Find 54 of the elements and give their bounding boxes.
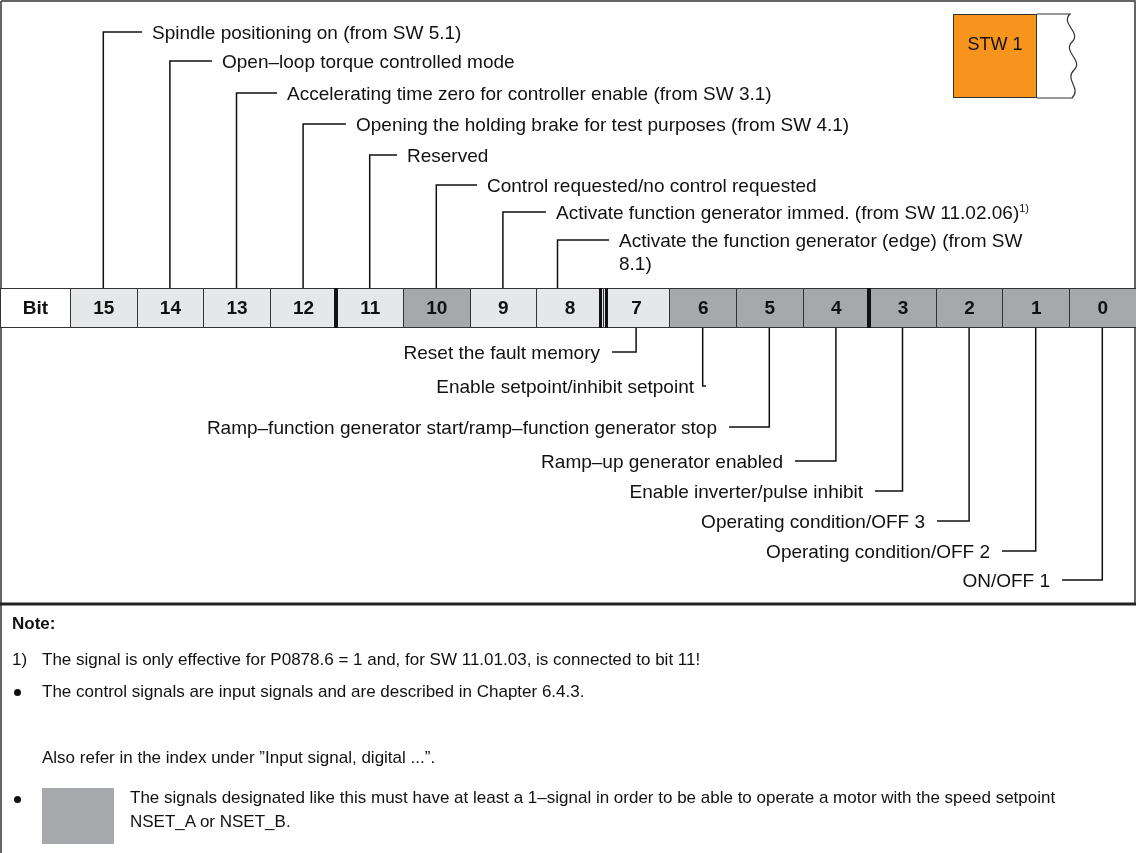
leader-line [502, 211, 547, 289]
legend-text: The signals designated like this must have at least a 1–signal in order to be able to operate a motor with the speed setpoint NSET_A or NSET_B. [130, 787, 1057, 833]
leader-line [701, 327, 707, 387]
note-text: The signal is only effective for P0878.6 = 1 and, for SW 11.01.03, is connected to bit 11! [42, 649, 701, 671]
signal-box: STW 1 [953, 14, 1037, 98]
leader-line [794, 327, 837, 462]
bit-number-cell: 15 [70, 288, 138, 328]
header-cell: Bit [0, 288, 71, 328]
bit-number-cell: 0 [1069, 288, 1136, 328]
bit-description: Enable setpoint/inhibit setpoint [436, 375, 694, 398]
bit-description: Reset the fault memory [403, 341, 600, 364]
bit-number-cell: 2 [935, 288, 1004, 328]
leader-line [1061, 327, 1104, 581]
bit-description: Spindle positioning on (from SW 5.1) [152, 21, 462, 44]
leader-line [435, 184, 478, 289]
bit-number-cell: 8 [536, 288, 604, 328]
bit-description: Activate the function generator (edge) (from SW 8.1) [619, 229, 1039, 275]
bit-description: Operating condition/OFF 3 [701, 510, 925, 533]
bit-description: ON/OFF 1 [962, 569, 1050, 592]
leader-line [936, 327, 970, 522]
bit-number-cell: 1 [1002, 288, 1070, 328]
note-text: Also refer in the index under ”Input signal, digital ...”. [42, 747, 436, 769]
bit-number-cell: 14 [136, 288, 205, 328]
bit-description: Accelerating time zero for controller enable (from SW 3.1) [287, 82, 772, 105]
bit-number-cell: 11 [336, 288, 404, 328]
bit-number-cell: 10 [403, 288, 471, 328]
bit-number-cell: 7 [602, 288, 671, 328]
leader-line [611, 327, 637, 353]
leader-line [874, 327, 904, 492]
bit-number-cell: 9 [469, 288, 538, 328]
bit-description: Activate function generator immed. (from SW 11.02.06)$^{1)}$ [556, 201, 1030, 224]
leader-line [235, 92, 278, 289]
bit-description: Ramp–function generator start/ramp–function generator stop [206, 416, 717, 439]
bit-number-cell: 13 [203, 288, 271, 328]
bit-number-cell: 6 [669, 288, 737, 328]
bit-description: Enable inverter/pulse inhibit [629, 480, 863, 503]
bit-number-cell: 5 [736, 288, 804, 328]
leader-line [556, 239, 610, 289]
footnote-marker: 1) [12, 649, 28, 671]
bit-description: Control requested/no control requested [487, 174, 817, 197]
leader-line [102, 31, 143, 289]
bit-description: Opening the holding brake for test purposes (from SW 4.1) [356, 113, 850, 136]
note-heading: Note: [12, 613, 56, 635]
bit-description: Reserved [407, 144, 489, 167]
leader-line [728, 327, 771, 428]
bit-description: Open–loop torque controlled mode [222, 50, 515, 73]
bit-number-cell: 3 [869, 288, 937, 328]
leader-line [1001, 327, 1037, 552]
bit-description: Ramp–up generator enabled [541, 450, 783, 473]
bit-description: Operating condition/OFF 2 [766, 540, 990, 563]
note-text: The control signals are input signals and are described in Chapter 6.4.3. [42, 681, 586, 703]
leader-line [368, 154, 398, 289]
leader-line [169, 60, 213, 289]
leader-line [302, 123, 347, 289]
